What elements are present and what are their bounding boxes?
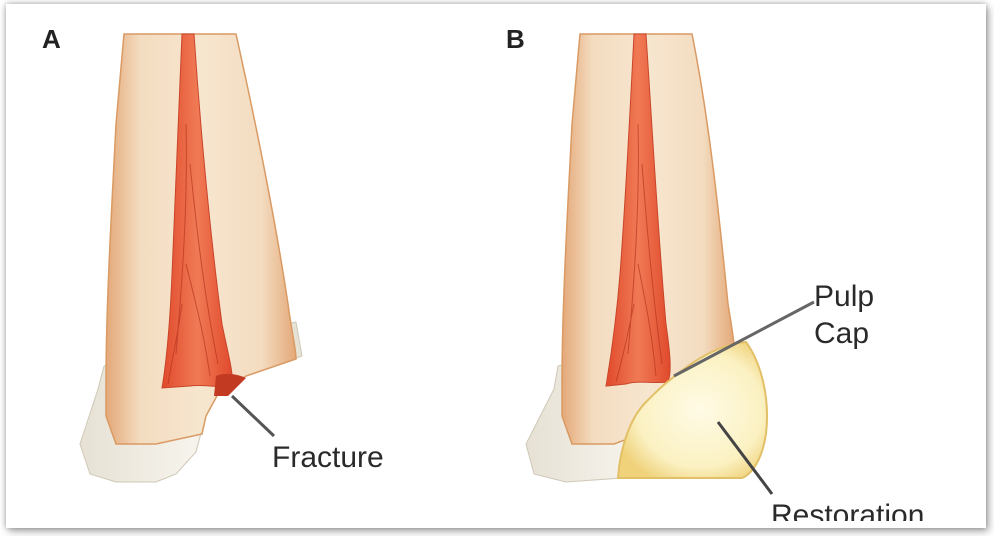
- tooth-a-fracture-exposure: [214, 374, 246, 396]
- tooth-b: [526, 34, 767, 482]
- tooth-a: [80, 34, 302, 482]
- pulp-cap-label-line2: Cap: [814, 317, 869, 351]
- pulp-cap-label-line1: Pulp: [814, 280, 874, 314]
- figure-frame: A B Fracture Pulp Cap Restoration: [6, 4, 986, 528]
- restoration-label: Restoration: [771, 499, 924, 521]
- tooth-diagram: [6, 4, 986, 528]
- panel-label-a: A: [42, 26, 61, 48]
- fracture-leader-line: [232, 396, 274, 436]
- panel-label-b: B: [506, 26, 525, 48]
- fracture-label: Fracture: [272, 441, 384, 475]
